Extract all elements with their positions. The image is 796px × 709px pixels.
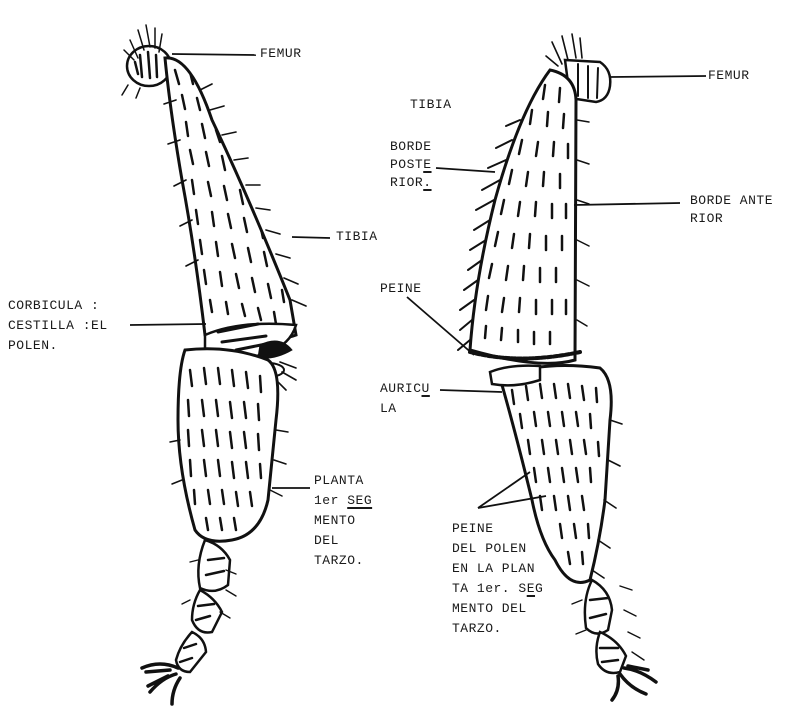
planta-label-line-3: MENTO (314, 512, 356, 529)
left-femur-label: FEMUR (260, 45, 302, 62)
borde-posterior-line-3-underlined: . (423, 175, 431, 190)
planta-label-line-2-underlined: SEG (347, 493, 372, 508)
left-tibia-label: TIBIA (336, 228, 378, 245)
borde-anterior-line-1: BORDE ANTE (690, 192, 773, 209)
peine-polen-line-3: EN LA PLAN (452, 560, 535, 577)
peine-polen-line-4-text: TA 1er. S (452, 581, 527, 596)
planta-label-line-3-text: MENTO (314, 513, 356, 528)
right-tibia-label: TIBIA (410, 96, 452, 113)
planta-label-line-5: TARZO. (314, 552, 364, 569)
borde-posterior-line-3: RIOR. (390, 174, 432, 191)
planta-label-line-2-text: 1er (314, 493, 347, 508)
left-leg (122, 25, 306, 704)
borde-anterior-line-2: RIOR (690, 210, 723, 227)
peine-polen-line-4-underlined: E (527, 581, 535, 596)
borde-posterior-line-2-text: POST (390, 157, 423, 172)
peine-polen-line-4-tail: G (535, 581, 543, 596)
borde-posterior-line-3-text: RIOR (390, 175, 423, 190)
auricula-label-line-2: LA (380, 400, 397, 417)
left-distal-tarsus (142, 540, 236, 704)
planta-label-line-1: PLANTA (314, 472, 364, 489)
corbicula-label-line-1: CORBICULA : (8, 297, 99, 314)
auricula-label-line-1-underlined: U (422, 381, 430, 396)
peine-polen-line-5: MENTO DEL (452, 600, 527, 617)
peine-polen-line-1: PEINE (452, 520, 494, 537)
borde-posterior-line-1: BORDE (390, 138, 432, 155)
auricula-label-line-1-text: AURIC (380, 381, 422, 396)
right-distal-tarsus (572, 580, 656, 700)
planta-label-line-2: 1er SEG (314, 492, 372, 509)
peine-polen-line-4: TA 1er. SEG (452, 580, 543, 597)
borde-posterior-line-2-underlined: E (423, 157, 431, 172)
right-femur-label: FEMUR (708, 67, 750, 84)
peine-label: PEINE (380, 280, 422, 297)
borde-posterior-line-2: POSTE (390, 156, 432, 173)
left-femur-knob (122, 25, 171, 98)
planta-label-line-4: DEL (314, 532, 339, 549)
auricula-label-line-1: AURICU (380, 380, 430, 397)
corbicula-label-line-2: CESTILLA :EL (8, 317, 108, 334)
corbicula-label-line-3: POLEN. (8, 337, 58, 354)
peine-polen-line-2: DEL POLEN (452, 540, 527, 557)
peine-polen-line-6: TARZO. (452, 620, 502, 637)
